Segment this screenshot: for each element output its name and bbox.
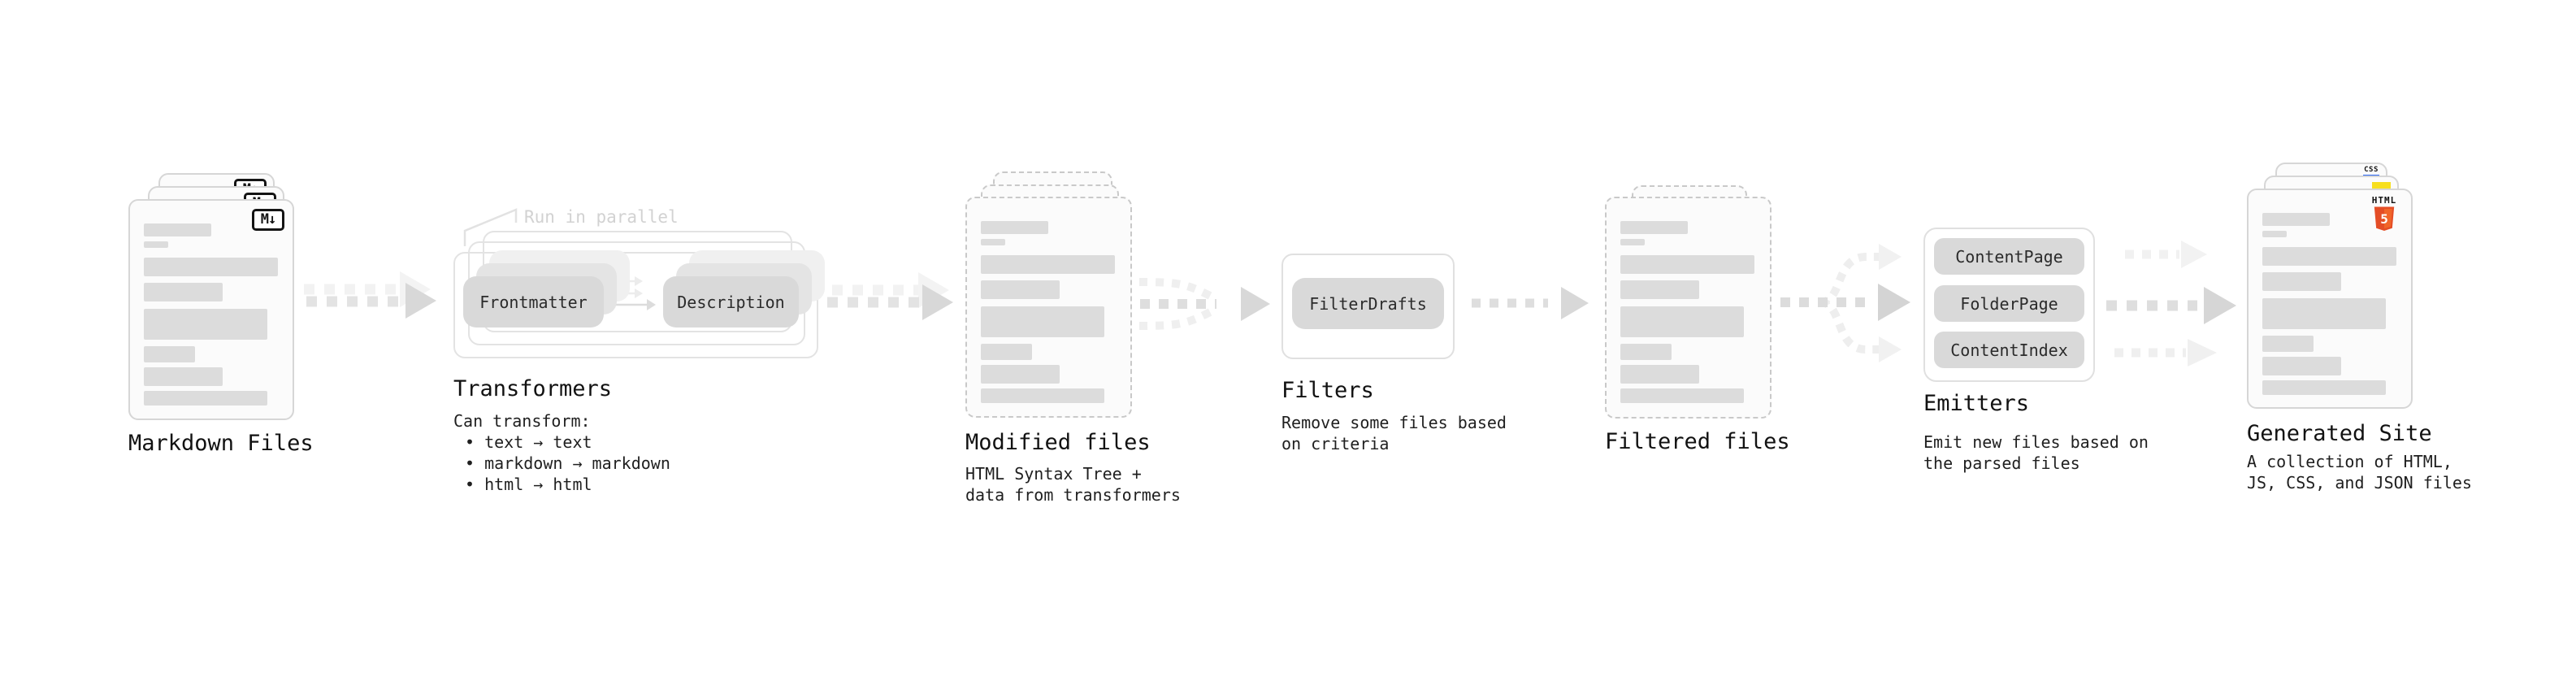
file-content-placeholder (2262, 213, 2397, 395)
placeholder-bar (1620, 239, 1645, 245)
placeholder-bar (144, 309, 267, 340)
placeholder-bar (1620, 280, 1699, 299)
placeholder-bar (981, 388, 1104, 403)
arrow-modified-to-filters (1138, 278, 1270, 330)
placeholder-bar (144, 346, 195, 362)
file-content-placeholder (144, 223, 279, 406)
filtered-files-label: Filtered files (1605, 429, 1790, 454)
transformers-caption: Can transform: text → text markdown → ma… (453, 410, 670, 495)
filters-label: Filters (1281, 378, 1374, 403)
generated-site-caption: A collection of HTML, JS, CSS, and JSON … (2247, 452, 2472, 492)
modified-files-label: Modified files (965, 430, 1151, 455)
html5-icon: HTML 5 (2366, 196, 2403, 232)
contentindex-pill: ContentIndex (1934, 332, 2084, 368)
description-pill: Description (663, 276, 799, 327)
svg-text:5: 5 (2380, 211, 2388, 227)
placeholder-bar (2262, 357, 2341, 375)
transformers-label: Transformers (453, 376, 613, 401)
arrow-filtered-to-emitters (1780, 244, 1910, 362)
caption-bullet: html → html (453, 474, 670, 495)
emitters-label: Emitters (1923, 391, 2030, 416)
transformer-box-front (453, 252, 818, 358)
caption-bullet: text → text (453, 432, 670, 453)
caption-bullet: markdown → markdown (453, 453, 670, 474)
generated-file-card-html: HTML 5 (2247, 189, 2413, 409)
generated-site-label: Generated Site (2247, 421, 2432, 446)
filtered-file-card-front (1605, 197, 1772, 419)
modified-files-caption: HTML Syntax Tree + data from transformer… (965, 464, 1181, 505)
filterdrafts-pill: FilterDrafts (1292, 278, 1444, 329)
placeholder-bar (2262, 247, 2396, 266)
placeholder-bar (144, 223, 211, 236)
run-in-parallel-leader-line (463, 208, 518, 246)
markdown-icon: M↓ (252, 209, 284, 231)
placeholder-bar (1620, 255, 1754, 274)
placeholder-bar (2262, 298, 2386, 329)
filters-caption: Remove some files based on criteria (1281, 413, 1507, 453)
placeholder-bar (1620, 388, 1744, 403)
arrow-transformers-to-modified (827, 272, 953, 320)
css-icon-label: CSS (2364, 166, 2379, 174)
placeholder-bar (2262, 380, 2386, 395)
placeholder-bar (1620, 344, 1672, 360)
placeholder-bar (2262, 213, 2330, 226)
placeholder-bar (981, 280, 1060, 299)
markdown-file-card-front: M↓ (128, 199, 294, 420)
placeholder-bar (2262, 336, 2314, 352)
frontmatter-pill: Frontmatter (463, 276, 604, 327)
placeholder-bar (981, 255, 1115, 274)
placeholder-bar (1620, 221, 1688, 234)
placeholder-bar (981, 365, 1060, 384)
run-in-parallel-note: Run in parallel (524, 207, 679, 227)
placeholder-bar (144, 241, 168, 248)
placeholder-bar (981, 344, 1032, 360)
placeholder-bar (144, 283, 223, 301)
placeholder-bar (144, 391, 267, 406)
placeholder-bar (981, 221, 1048, 234)
html5-icon-label: HTML (2371, 195, 2397, 206)
placeholder-bar (2262, 272, 2341, 291)
contentpage-pill: ContentPage (1934, 238, 2084, 275)
file-content-placeholder (981, 221, 1117, 403)
placeholder-bar (144, 258, 278, 276)
arrow-markdown-to-transformers (304, 271, 436, 319)
markdown-files-label: Markdown Files (128, 431, 314, 456)
html5-shield: 5 (2374, 206, 2395, 232)
arrows-emitters-to-generated (2106, 241, 2236, 367)
placeholder-bar (981, 239, 1005, 245)
caption-line: Can transform: (453, 411, 591, 431)
emitters-caption: Emit new files based on the parsed files (1923, 432, 2149, 473)
placeholder-bar (2262, 231, 2287, 237)
folderpage-pill: FolderPage (1934, 285, 2084, 322)
arrow-filters-to-filtered (1472, 287, 1589, 319)
placeholder-bar (981, 306, 1104, 337)
file-content-placeholder (1620, 221, 1756, 403)
js-icon (2372, 182, 2391, 189)
placeholder-bar (144, 367, 223, 386)
modified-file-card-front (965, 197, 1132, 418)
placeholder-bar (1620, 365, 1699, 384)
placeholder-bar (1620, 306, 1744, 337)
